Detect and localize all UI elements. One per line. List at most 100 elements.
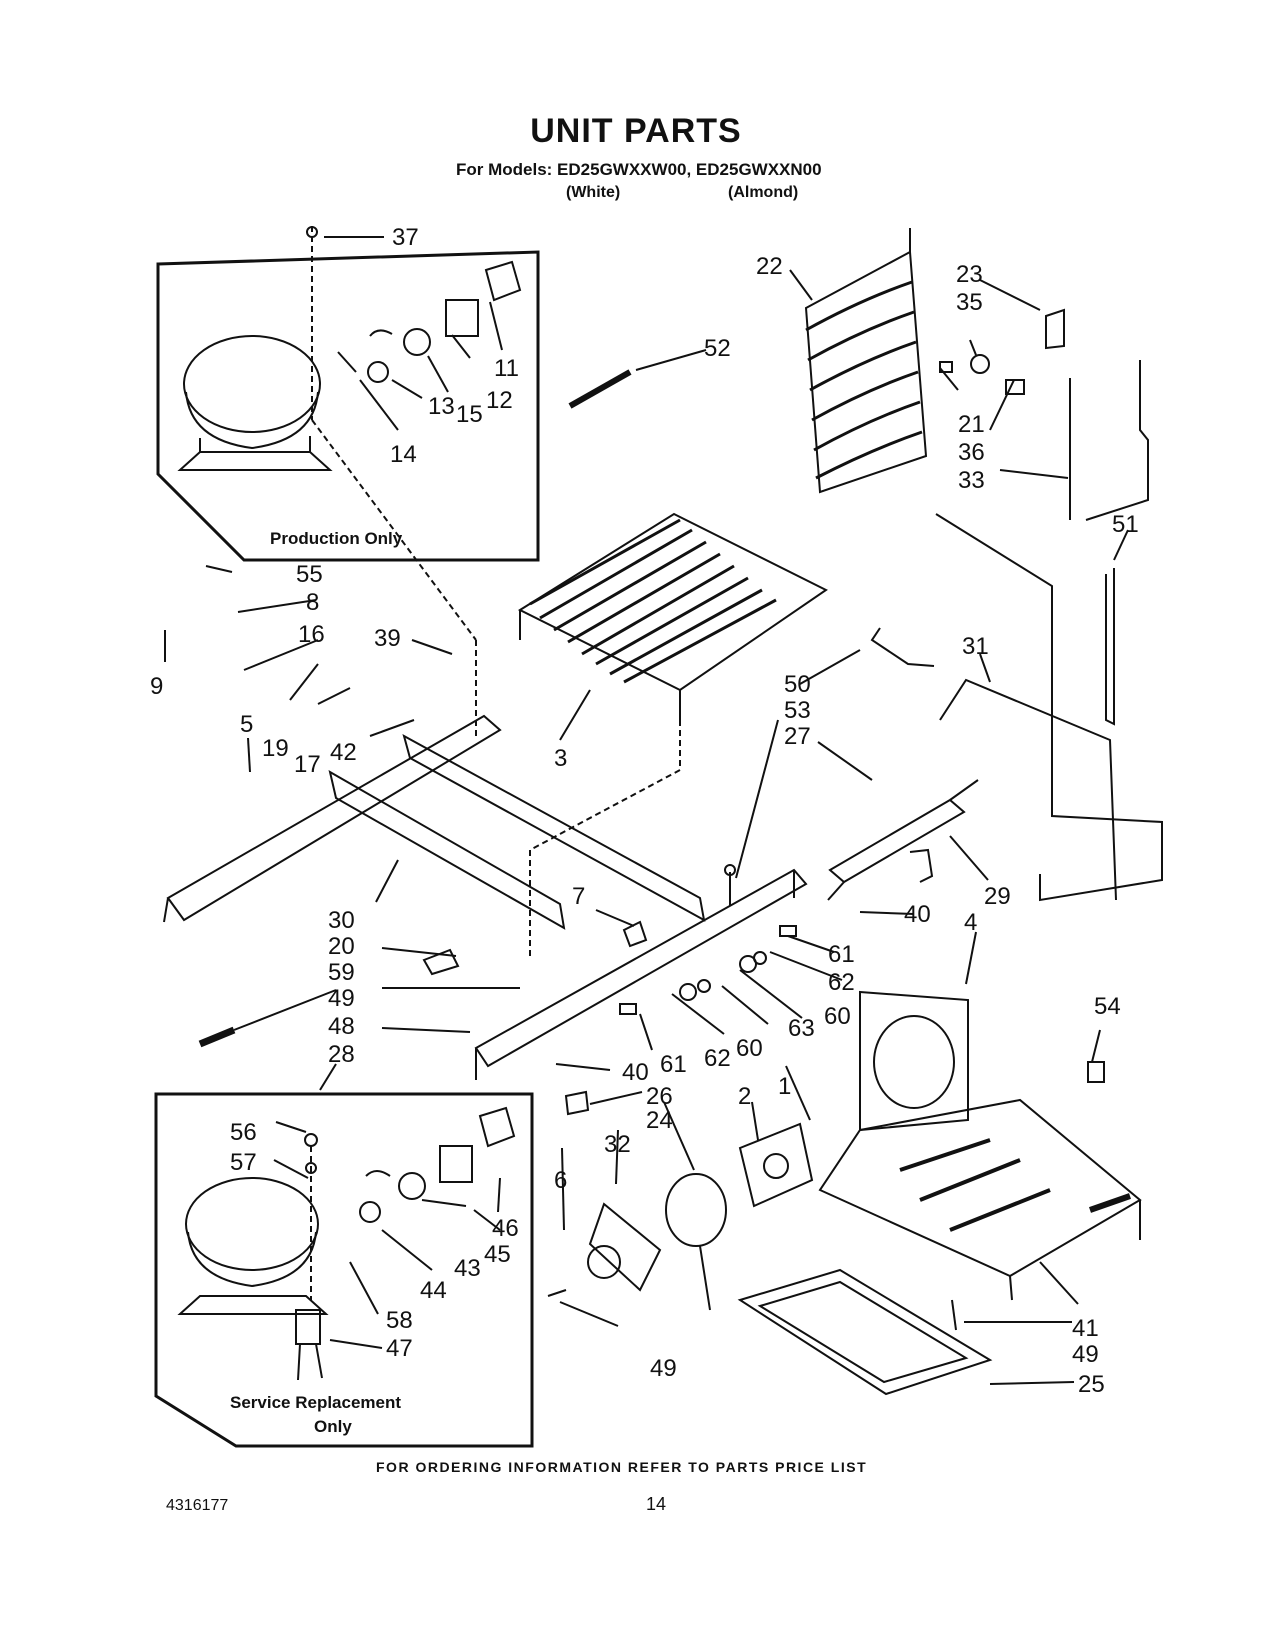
part-51 <box>1105 568 1115 726</box>
part-13 <box>367 361 389 383</box>
part-33 <box>1085 360 1149 521</box>
part-20 <box>422 948 460 976</box>
callout-24: 24 <box>646 1107 673 1134</box>
callout-8: 8 <box>306 589 319 616</box>
callout-13: 13 <box>428 393 455 420</box>
page-title: UNIT PARTS <box>530 112 742 150</box>
service-replacement-inset <box>154 1092 534 1448</box>
callout-3: 3 <box>554 745 567 772</box>
callout-60b: 60 <box>736 1035 763 1062</box>
part-2-fan <box>738 1122 814 1208</box>
callout-62b: 62 <box>704 1045 731 1072</box>
callout-48: 48 <box>328 1013 355 1040</box>
callout-56: 56 <box>230 1119 257 1146</box>
part-25-drain-pan <box>737 1268 993 1396</box>
callout-40b: 40 <box>622 1059 649 1086</box>
color-almond: (Almond) <box>728 184 799 201</box>
callout-49a: 49 <box>328 985 355 1012</box>
part-15-wire <box>369 329 393 337</box>
part-24-motor <box>665 1173 727 1247</box>
page-number: 14 <box>646 1494 667 1514</box>
part-15 <box>403 328 431 356</box>
part-32-bracket <box>588 1202 662 1292</box>
callout-7: 7 <box>572 883 585 910</box>
part-31 <box>935 513 1163 902</box>
callout-29: 29 <box>984 883 1011 910</box>
callout-58: 58 <box>386 1307 413 1334</box>
part-29 <box>909 848 934 883</box>
callout-16: 16 <box>298 621 325 648</box>
part-61 <box>619 1003 637 1015</box>
callout-1: 1 <box>778 1073 791 1100</box>
callout-4: 4 <box>964 909 977 936</box>
callout-54: 54 <box>1094 993 1121 1020</box>
callout-43: 43 <box>454 1255 481 1282</box>
production-only-caption: Production Only <box>270 529 403 548</box>
callout-32: 32 <box>604 1131 631 1158</box>
callout-35: 35 <box>956 289 983 316</box>
callout-44: 44 <box>420 1277 447 1304</box>
callout-leaders <box>164 236 1129 1385</box>
callout-30: 30 <box>328 907 355 934</box>
part-27 <box>828 798 966 884</box>
service-caption-line1: Service Replacement <box>230 1393 401 1412</box>
callout-2: 2 <box>738 1083 751 1110</box>
part-54 <box>1087 1061 1105 1083</box>
callout-6: 6 <box>554 1167 567 1194</box>
part-22-coil <box>804 228 928 494</box>
callout-53: 53 <box>784 697 811 724</box>
callout-62a: 62 <box>828 969 855 996</box>
callout-14: 14 <box>390 441 417 468</box>
callout-20: 20 <box>328 933 355 960</box>
callout-51: 51 <box>1112 511 1139 538</box>
part-3-evaporator <box>517 512 828 960</box>
part-50 <box>870 627 935 667</box>
callout-27: 27 <box>784 723 811 750</box>
callout-42: 42 <box>330 739 357 766</box>
callout-15: 15 <box>456 401 483 428</box>
color-white: (White) <box>566 184 621 201</box>
callout-61b: 61 <box>660 1051 687 1078</box>
callout-33: 33 <box>958 467 985 494</box>
service-caption-line2: Only <box>314 1417 352 1436</box>
part-48-rail <box>474 868 808 1080</box>
document-number: 4316177 <box>166 1497 229 1514</box>
callout-41: 41 <box>1072 1315 1099 1342</box>
callout-57: 57 <box>230 1149 257 1176</box>
callout-49c: 49 <box>1072 1341 1099 1368</box>
callout-49b: 49 <box>650 1355 677 1382</box>
part-35 <box>970 354 990 374</box>
callout-26: 26 <box>646 1083 673 1110</box>
callout-5: 5 <box>240 711 253 738</box>
compressor-production <box>177 335 333 471</box>
part-47 <box>295 1309 321 1345</box>
part-11 <box>484 260 522 302</box>
part-26 <box>564 1090 590 1116</box>
models-line: For Models: ED25GWXXW00, ED25GWXXN00 <box>456 160 822 179</box>
callout-60a: 60 <box>824 1003 851 1030</box>
callout-23: 23 <box>956 261 983 288</box>
part-7 <box>622 920 648 948</box>
compressor-service <box>177 1177 329 1315</box>
callout-31: 31 <box>962 633 989 660</box>
callout-55: 55 <box>296 561 323 588</box>
callout-36: 36 <box>958 439 985 466</box>
callout-63: 63 <box>788 1015 815 1042</box>
callout-17: 17 <box>294 751 321 778</box>
callout-21: 21 <box>958 411 985 438</box>
callout-37: 37 <box>392 224 419 251</box>
callout-40a: 40 <box>904 901 931 928</box>
callout-61a: 61 <box>828 941 855 968</box>
callout-numbers: 37 11 12 15 13 14 52 22 23 35 21 36 33 5… <box>150 224 1139 1398</box>
part-21 <box>939 361 953 373</box>
callout-22: 22 <box>756 253 783 280</box>
part-36 <box>1005 379 1025 395</box>
part-59 <box>198 1026 236 1048</box>
callout-12: 12 <box>486 387 513 414</box>
part-30-frame <box>163 714 706 930</box>
callout-45: 45 <box>484 1241 511 1268</box>
part-45 <box>439 1145 473 1183</box>
part-43 <box>398 1172 426 1200</box>
part-46 <box>478 1106 516 1148</box>
